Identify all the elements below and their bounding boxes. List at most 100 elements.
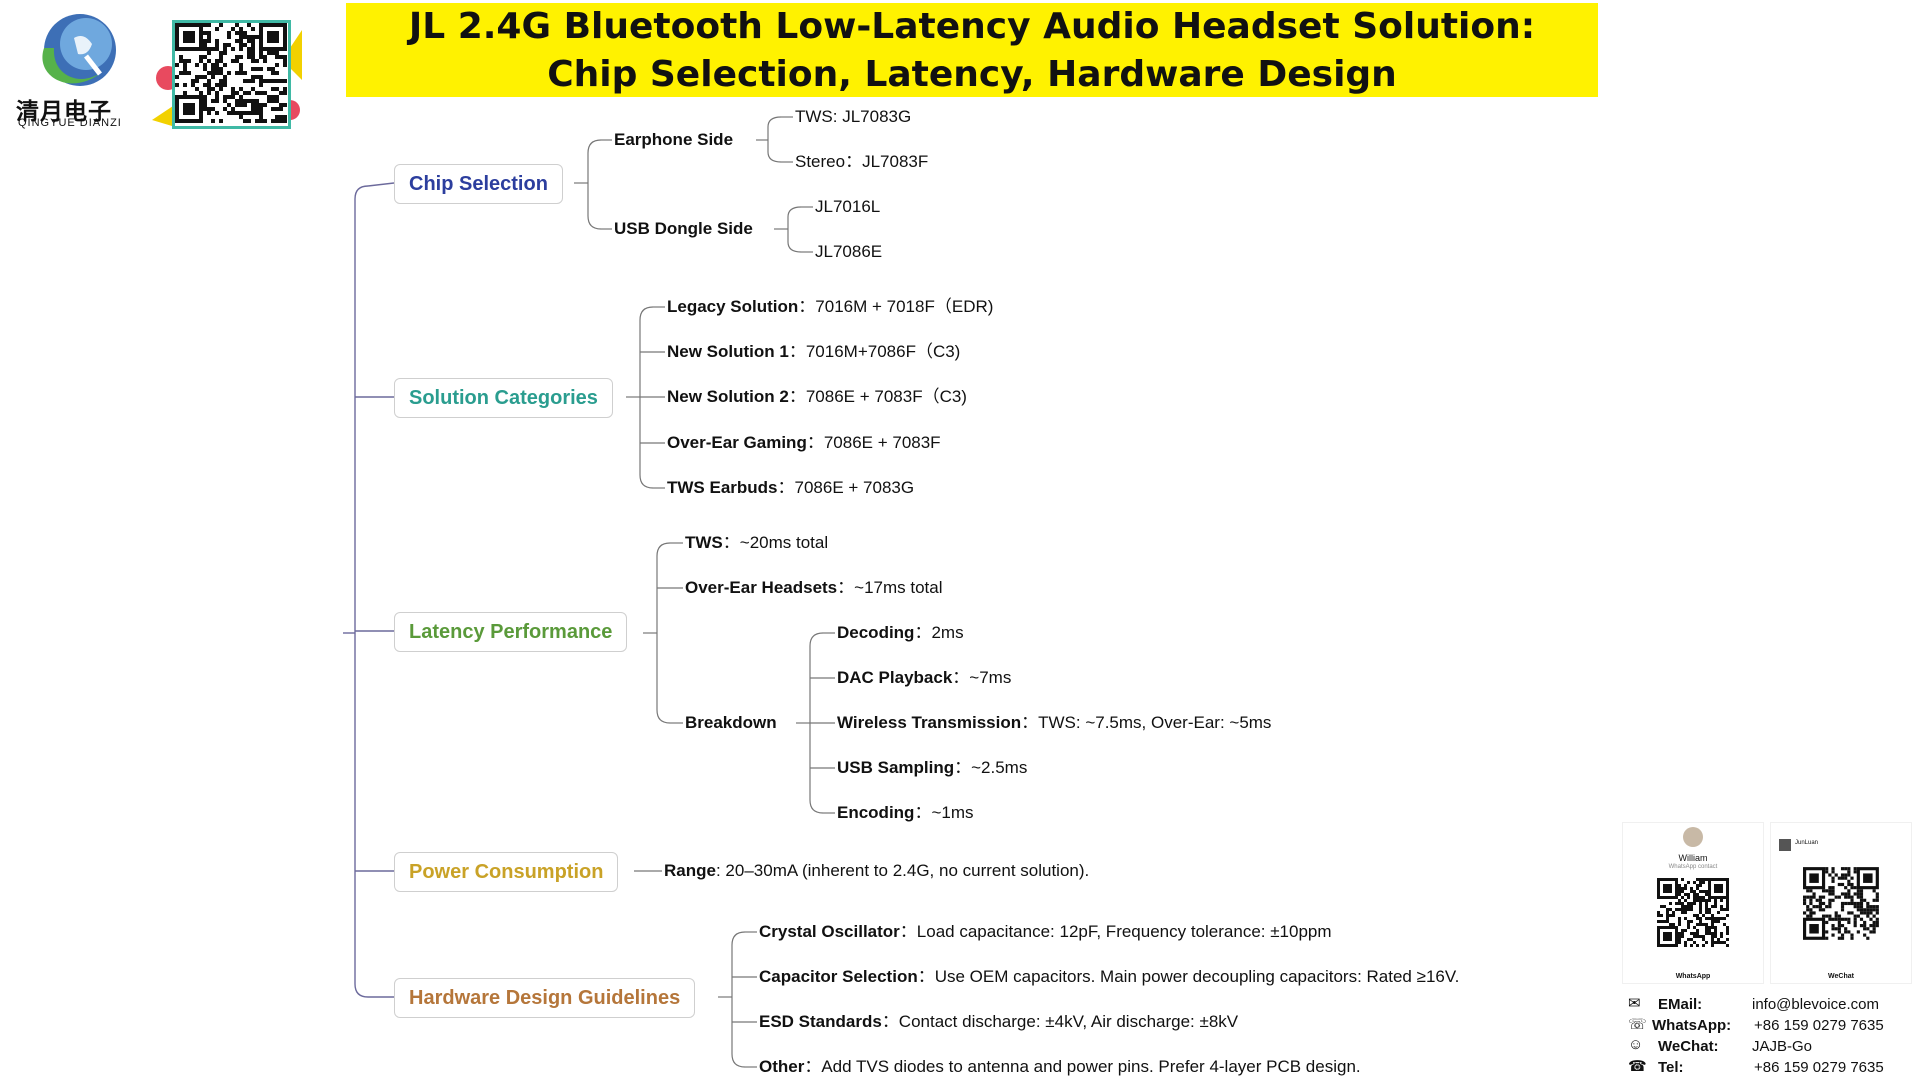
leaf-dongle-1[interactable]: JL7016L [815, 197, 881, 216]
wechat-qr-icon [1803, 867, 1879, 940]
leaf-breakdown-3-value: ：TWS: ~7.5ms, Over-Ear: ~5ms [1021, 713, 1272, 732]
whatsapp-card[interactable]: William WhatsApp contact WhatsApp [1622, 822, 1764, 984]
node-latency-performance[interactable]: Latency Performance [394, 612, 628, 652]
leaf-latency-tws-value: ：~20ms total [722, 533, 829, 552]
node-earphone-side[interactable]: Earphone Side [614, 130, 733, 150]
leaf-latency-tws[interactable]: TWS：~20ms total [685, 533, 828, 553]
wechat-icon: ☺ [1628, 1036, 1644, 1053]
leaf-hardware-1-value: ：Load capacitance: 12pF, Frequency toler… [899, 922, 1332, 941]
leaf-solution-2-value: ：7016M+7086F（C3) [788, 342, 961, 361]
leaf-breakdown-2-value: ：~7ms [952, 668, 1012, 687]
node-solution-categories[interactable]: Solution Categories [394, 378, 613, 418]
leaf-breakdown-4[interactable]: USB Sampling：~2.5ms [837, 758, 1027, 778]
leaf-breakdown-5-value: ：~1ms [914, 803, 974, 822]
leaf-hardware-3[interactable]: ESD Standards：Contact discharge: ±4kV, A… [759, 1012, 1238, 1032]
leaf-solution-5[interactable]: TWS Earbuds：7086E + 7083G [667, 478, 914, 498]
whatsapp-qr-icon [1657, 878, 1729, 947]
leaf-hardware-1-key: Crystal Oscillator [759, 922, 900, 941]
leaf-earphone-2[interactable]: Stereo：JL7083F [795, 152, 929, 171]
breakdown-label: Breakdown [685, 713, 777, 732]
leaf-solution-1-key: Legacy Solution [667, 297, 799, 316]
title-banner: JL 2.4G Bluetooth Low-Latency Audio Head… [346, 3, 1598, 97]
qingyue-logo-icon [42, 14, 116, 86]
leaf-breakdown-3[interactable]: Wireless Transmission：TWS: ~7.5ms, Over-… [837, 713, 1271, 733]
leaf-breakdown-1-key: Decoding [837, 623, 915, 642]
avatar [1683, 827, 1703, 847]
leaf-hardware-2[interactable]: Capacitor Selection：Use OEM capacitors. … [759, 967, 1459, 987]
title-line-1: JL 2.4G Bluetooth Low-Latency Audio Head… [408, 6, 1536, 47]
wechat-card-caption: WeChat [1828, 973, 1854, 980]
usb-dongle-side-label: USB Dongle Side [614, 219, 753, 238]
leaf-hardware-4[interactable]: Other：Add TVS diodes to antenna and powe… [759, 1057, 1361, 1077]
leaf-breakdown-2[interactable]: DAC Playback：~7ms [837, 668, 1011, 688]
whatsapp-icon: ☏ [1628, 1016, 1647, 1033]
node-hardware-design[interactable]: Hardware Design Guidelines [394, 978, 696, 1018]
contact-email-label: EMail: [1658, 996, 1703, 1013]
whatsapp-card-name: William [1678, 853, 1708, 863]
qr-code-icon [175, 23, 287, 123]
wechat-card[interactable]: JunLuan WeChat [1770, 822, 1912, 984]
leaf-breakdown-5[interactable]: Encoding：~1ms [837, 803, 974, 823]
contact-wechat-label: WeChat: [1658, 1038, 1719, 1055]
phone-icon: ☎ [1628, 1058, 1647, 1075]
leaf-hardware-3-key: ESD Standards [759, 1012, 882, 1031]
whatsapp-card-sub: WhatsApp contact [1668, 864, 1718, 870]
contact-tel-label: Tel: [1658, 1059, 1684, 1076]
leaf-breakdown-4-value: ：~2.5ms [954, 758, 1028, 777]
leaf-latency-overear-key: Over-Ear Headsets [685, 578, 838, 597]
node-latency-performance-label: Latency Performance [409, 621, 613, 643]
leaf-breakdown-3-key: Wireless Transmission [837, 713, 1022, 732]
leaf-hardware-4-value: ：Add TVS diodes to antenna and power pin… [804, 1057, 1361, 1076]
contact-wechat-value[interactable]: JAJB-Go [1752, 1038, 1813, 1055]
leaf-hardware-2-key: Capacitor Selection [759, 967, 918, 986]
contact-whatsapp-label: WhatsApp: [1652, 1017, 1732, 1034]
earphone-side-label: Earphone Side [614, 130, 734, 149]
leaf-latency-overear[interactable]: Over-Ear Headsets：~17ms total [685, 578, 943, 598]
node-hardware-design-label: Hardware Design Guidelines [409, 987, 681, 1009]
leaf-solution-3-key: New Solution 2 [667, 387, 789, 406]
leaf-dongle-2[interactable]: JL7086E [815, 242, 883, 261]
logo-chinese-name: 清月电子 [16, 99, 112, 125]
wechat-card-name: JunLuan [1795, 840, 1819, 846]
node-chip-selection[interactable]: Chip Selection [394, 164, 563, 204]
leaf-power-range-key: Range [664, 861, 716, 880]
node-usb-dongle-side[interactable]: USB Dongle Side [614, 219, 753, 239]
node-power-consumption[interactable]: Power Consumption [394, 852, 619, 892]
leaf-solution-4-value: ：7086E + 7083F [806, 433, 941, 452]
leaf-breakdown-1-value: ：2ms [914, 623, 964, 642]
leaf-solution-3-value: ：7086E + 7083F（C3) [788, 387, 967, 406]
leaf-latency-tws-key: TWS [685, 533, 723, 552]
leaf-breakdown-1[interactable]: Decoding：2ms [837, 623, 964, 643]
leaf-hardware-1[interactable]: Crystal Oscillator：Load capacitance: 12p… [759, 922, 1332, 942]
wechat-avatar [1779, 839, 1791, 851]
leaf-solution-3[interactable]: New Solution 2：7086E + 7083F（C3) [667, 387, 967, 407]
leaf-latency-overear-value: ：~17ms total [837, 578, 943, 597]
contact-panel: William WhatsApp contact WhatsApp JunLua… [1622, 822, 1912, 1077]
leaf-power-range-value: : 20–30mA (inherent to 2.4G, no current … [715, 861, 1090, 880]
leaf-solution-2-key: New Solution 1 [667, 342, 789, 361]
leaf-solution-1[interactable]: Legacy Solution：7016M + 7018F（EDR) [667, 297, 993, 317]
contact-whatsapp-value[interactable]: +86 159 0279 7635 [1754, 1017, 1884, 1034]
leaf-solution-2[interactable]: New Solution 1：7016M+7086F（C3) [667, 342, 960, 362]
contact-email-value[interactable]: info@blevoice.com [1752, 996, 1879, 1013]
leaf-solution-4[interactable]: Over-Ear Gaming：7086E + 7083F [667, 433, 941, 453]
leaf-solution-1-value: ：7016M + 7018F（EDR) [798, 297, 994, 316]
node-power-consumption-label: Power Consumption [409, 861, 604, 883]
node-breakdown[interactable]: Breakdown [685, 713, 777, 733]
node-solution-categories-label: Solution Categories [409, 387, 598, 409]
logo-english-name: QINGYUE DIANZI [18, 117, 122, 129]
leaf-earphone-1[interactable]: TWS: JL7083G [795, 107, 912, 126]
leaf-power-range[interactable]: Range: 20–30mA (inherent to 2.4G, no cur… [664, 861, 1089, 881]
leaf-hardware-2-value: ：Use OEM capacitors. Main power decoupli… [917, 967, 1460, 986]
leaf-breakdown-5-key: Encoding [837, 803, 915, 822]
qr-code[interactable] [172, 20, 291, 129]
title-line-2: Chip Selection, Latency, Hardware Design [547, 54, 1397, 95]
leaf-solution-5-key: TWS Earbuds [667, 478, 778, 497]
leaf-hardware-3-value: ：Contact discharge: ±4kV, Air discharge:… [881, 1012, 1239, 1031]
leaf-hardware-4-key: Other [759, 1057, 805, 1076]
node-chip-selection-label: Chip Selection [409, 173, 548, 195]
contact-tel-value[interactable]: +86 159 0279 7635 [1754, 1059, 1884, 1076]
leaf-breakdown-4-key: USB Sampling [837, 758, 955, 777]
whatsapp-card-caption: WhatsApp [1675, 973, 1711, 980]
